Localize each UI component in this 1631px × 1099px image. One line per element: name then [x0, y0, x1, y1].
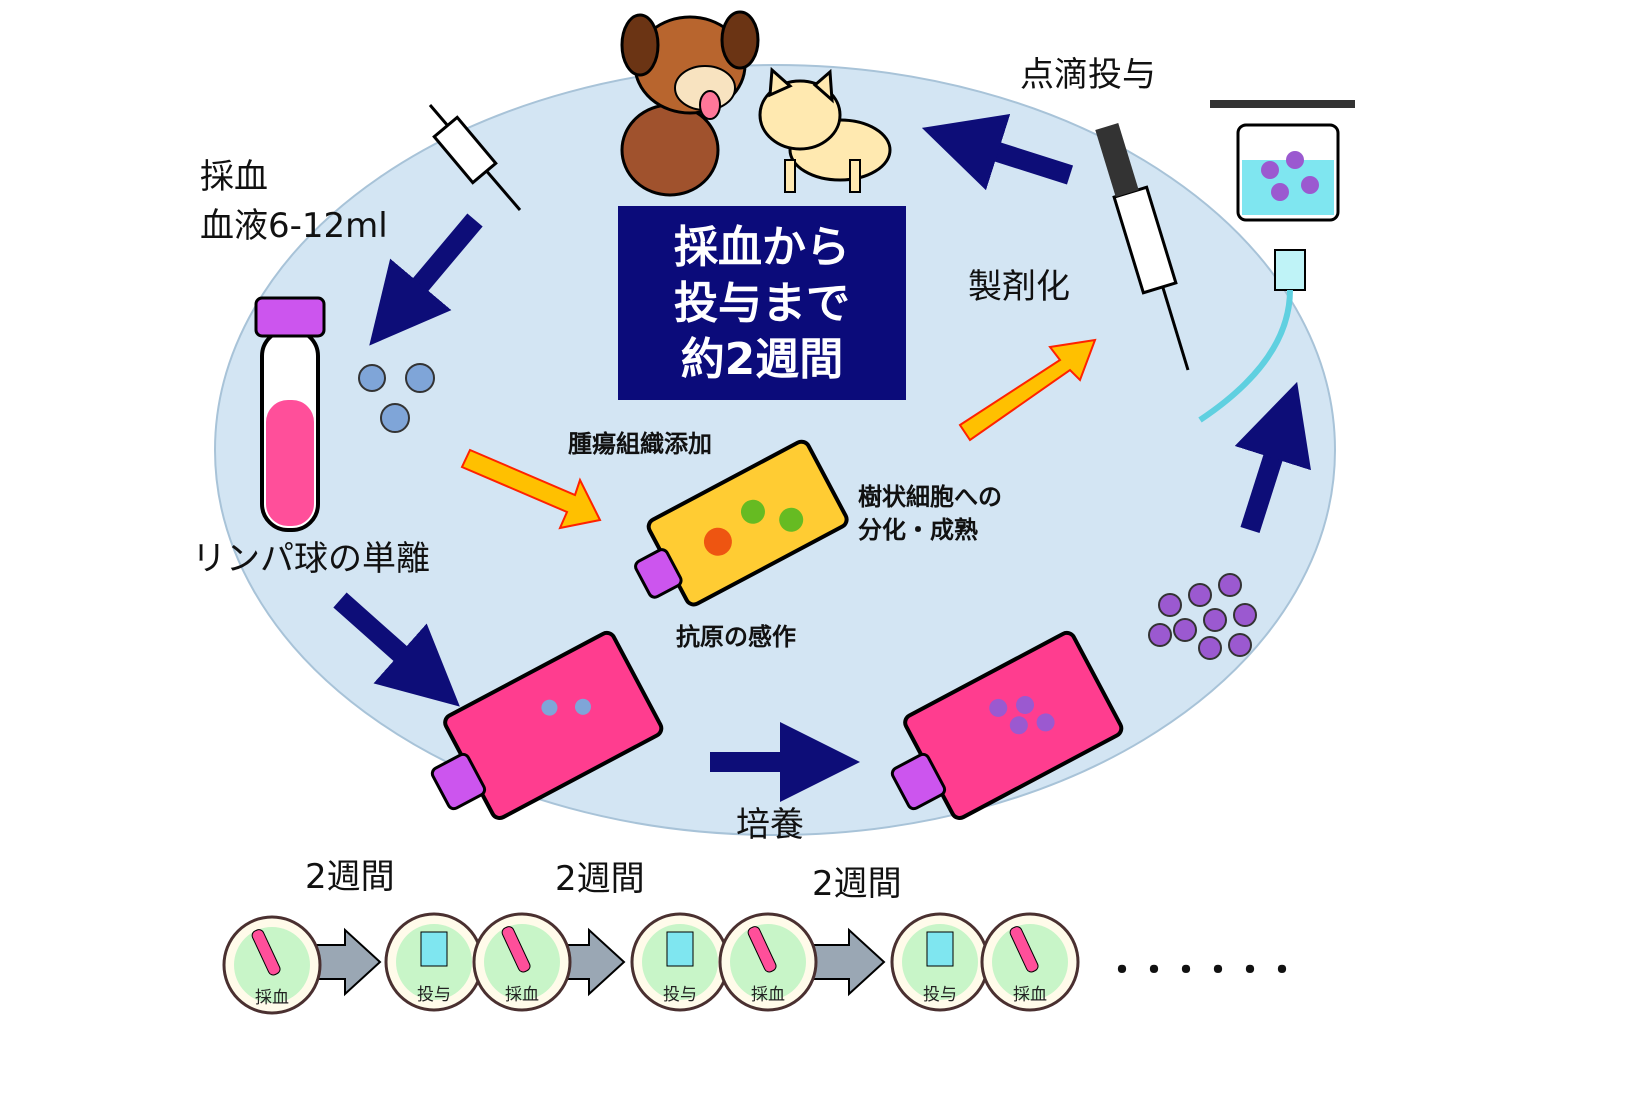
label-iv-admin: 点滴投与	[1020, 55, 1156, 95]
step-circle-administration: 投与	[890, 912, 990, 1012]
center-box-line1: 採血から	[674, 222, 850, 273]
step-label: 採血	[751, 985, 785, 1005]
syringe-icon	[428, 104, 522, 211]
cat-icon	[758, 66, 892, 193]
culture-flask-icon	[430, 630, 664, 820]
blood-tube-icon	[254, 296, 326, 532]
label-dc-diff-2: 分化・成熟	[858, 516, 978, 544]
navy-arrows	[333, 114, 1311, 802]
label-blood-volume: 血液6-12ml	[200, 206, 388, 246]
interval-label: 2週間	[305, 857, 395, 897]
label-blood-draw: 採血	[200, 157, 268, 197]
blood-tube-icon	[747, 926, 777, 973]
iv-bag-icon	[926, 931, 954, 967]
step-circle-blood-draw: 採血	[222, 915, 322, 1015]
expanded-culture-flask-icon	[890, 630, 1124, 820]
step-label: 採血	[505, 985, 539, 1005]
expanded-cells-icon	[1148, 573, 1257, 660]
syringe-icon	[1095, 123, 1190, 371]
center-box: 採血から 投与まで 約2週間	[618, 206, 906, 400]
step-circle-administration: 投与	[630, 912, 730, 1012]
blood-tube-icon	[501, 926, 531, 973]
continuation-dots: ・・・・・・	[1105, 951, 1297, 991]
label-formulation: 製剤化	[968, 267, 1070, 307]
arrow-to-dc-flask-icon	[460, 448, 602, 530]
orange-arrows	[460, 338, 1097, 530]
dendritic-flask-icon	[634, 439, 849, 607]
step-label: 投与	[663, 985, 697, 1005]
arrow-draw-to-tube-icon	[369, 213, 483, 346]
lymphocyte-cells-icon	[358, 363, 435, 433]
interval-label: 2週間	[812, 864, 902, 904]
dog-icon	[620, 10, 760, 197]
step-circle-blood-draw: 採血	[472, 912, 572, 1012]
timeline: 2週間 2週間 2週間 採血 投与 採血 投与 採血 投与 採血 ・・・・・・	[222, 857, 1299, 1015]
interval-label: 2週間	[555, 859, 645, 899]
iv-bag-icon	[666, 931, 694, 967]
arrow-tube-to-flask-icon	[333, 592, 460, 707]
step-label: 投与	[923, 985, 957, 1005]
label-dc-diff-1: 樹状細胞への	[858, 483, 1002, 511]
step-label: 投与	[417, 985, 451, 1005]
label-antigen: 抗原の感作	[676, 623, 796, 651]
step-label: 採血	[255, 988, 289, 1008]
cycle-ellipse	[214, 64, 1336, 836]
step-circle-blood-draw: 採血	[980, 912, 1080, 1012]
arrow-cells-to-iv-icon	[1234, 381, 1311, 534]
blood-tube-icon	[251, 929, 281, 976]
label-tumor-tissue: 腫瘍組織添加	[568, 430, 712, 458]
label-lymphocyte-isolation: リンパ球の単離	[192, 539, 430, 579]
gray-arrow-icon	[811, 927, 886, 997]
label-culture: 培養	[736, 805, 804, 845]
blood-tube-icon	[1009, 926, 1039, 973]
center-box-line2: 投与まで	[674, 278, 850, 329]
arrow-to-animals-icon	[921, 114, 1074, 191]
gray-arrows	[307, 927, 886, 997]
step-circle-blood-draw: 採血	[718, 912, 818, 1012]
iv-bag-icon	[1198, 100, 1355, 423]
step-label: 採血	[1013, 985, 1047, 1005]
arrow-formulation-icon	[958, 338, 1097, 442]
step-circle-administration: 投与	[384, 912, 484, 1012]
iv-bag-icon	[420, 931, 448, 967]
center-box-background	[618, 206, 906, 400]
center-box-line3: 約2週間	[681, 334, 844, 385]
